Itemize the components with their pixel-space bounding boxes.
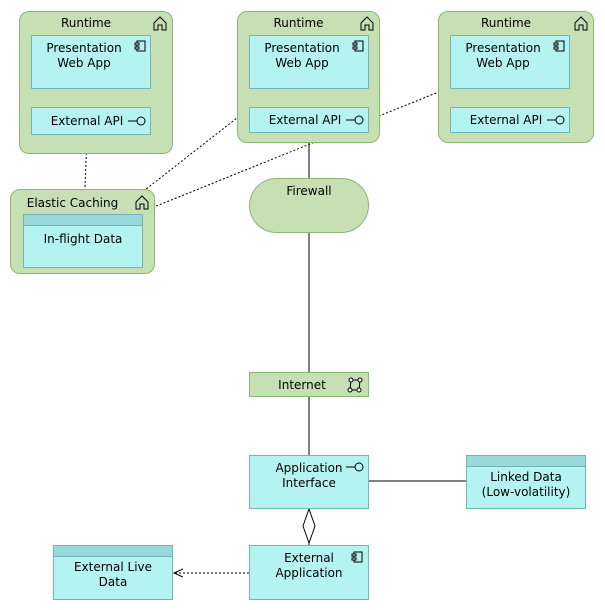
interface-icon: [128, 116, 146, 126]
firewall-label: Firewall: [286, 184, 332, 198]
network-icon: [347, 377, 363, 393]
live-data-label: External Live Data: [73, 560, 153, 589]
component-icon: [352, 40, 364, 52]
component-label: Presentation Web App: [264, 41, 340, 70]
api-label: External API: [50, 114, 124, 128]
flow-line-3: [144, 86, 452, 211]
external-api[interactable]: External API: [450, 107, 570, 133]
data-label: In-flight Data: [43, 232, 123, 246]
data-header: [54, 546, 172, 557]
external-api[interactable]: External API: [249, 107, 369, 133]
component-icon: [351, 551, 363, 563]
runtime-title: Runtime: [273, 16, 324, 30]
node-icon: [135, 195, 149, 210]
internet-label: Internet: [278, 378, 326, 392]
presentation-web-app[interactable]: Presentation Web App: [450, 35, 570, 89]
cache-title: Elastic Caching: [26, 196, 119, 210]
linked-data[interactable]: Linked Data (Low-volatility): [466, 455, 586, 509]
runtime-title: Runtime: [480, 16, 532, 30]
data-header: [24, 215, 142, 226]
api-label: External API: [469, 113, 543, 127]
interface-label: Application Interface: [275, 461, 343, 490]
external-api[interactable]: External API: [31, 107, 151, 135]
component-icon: [553, 40, 565, 52]
interface-icon: [346, 462, 364, 472]
linked-data-label: Linked Data (Low-volatility): [481, 470, 571, 499]
node-icon: [574, 16, 588, 31]
presentation-web-app[interactable]: Presentation Web App: [31, 35, 151, 89]
api-label: External API: [268, 113, 342, 127]
internet-node[interactable]: Internet: [249, 372, 369, 397]
application-interface[interactable]: Application Interface: [249, 455, 369, 509]
external-application[interactable]: External Application: [249, 545, 369, 600]
node-icon: [153, 16, 167, 31]
component-icon: [134, 40, 146, 52]
presentation-web-app[interactable]: Presentation Web App: [249, 35, 369, 89]
runtime-title: Runtime: [60, 16, 112, 30]
aggregation-diamond: [302, 507, 316, 545]
in-flight-data[interactable]: In-flight Data: [23, 214, 143, 268]
interface-icon: [547, 115, 565, 125]
node-icon: [360, 16, 374, 31]
runtime-node-2[interactable]: Runtime Presentation Web App External AP…: [237, 11, 380, 143]
firewall-node[interactable]: Firewall: [249, 178, 369, 233]
component-label: Presentation Web App: [465, 41, 541, 70]
external-live-data[interactable]: External Live Data: [53, 545, 173, 600]
external-app-label: External Application: [275, 551, 343, 580]
interface-icon: [346, 115, 364, 125]
elastic-caching-node[interactable]: Elastic Caching In-flight Data: [10, 189, 155, 274]
data-header: [467, 456, 585, 467]
runtime-node-3[interactable]: Runtime Presentation Web App External AP…: [438, 11, 594, 143]
runtime-node-1[interactable]: Runtime Presentation Web App External AP…: [19, 11, 173, 154]
component-label: Presentation Web App: [46, 41, 122, 70]
